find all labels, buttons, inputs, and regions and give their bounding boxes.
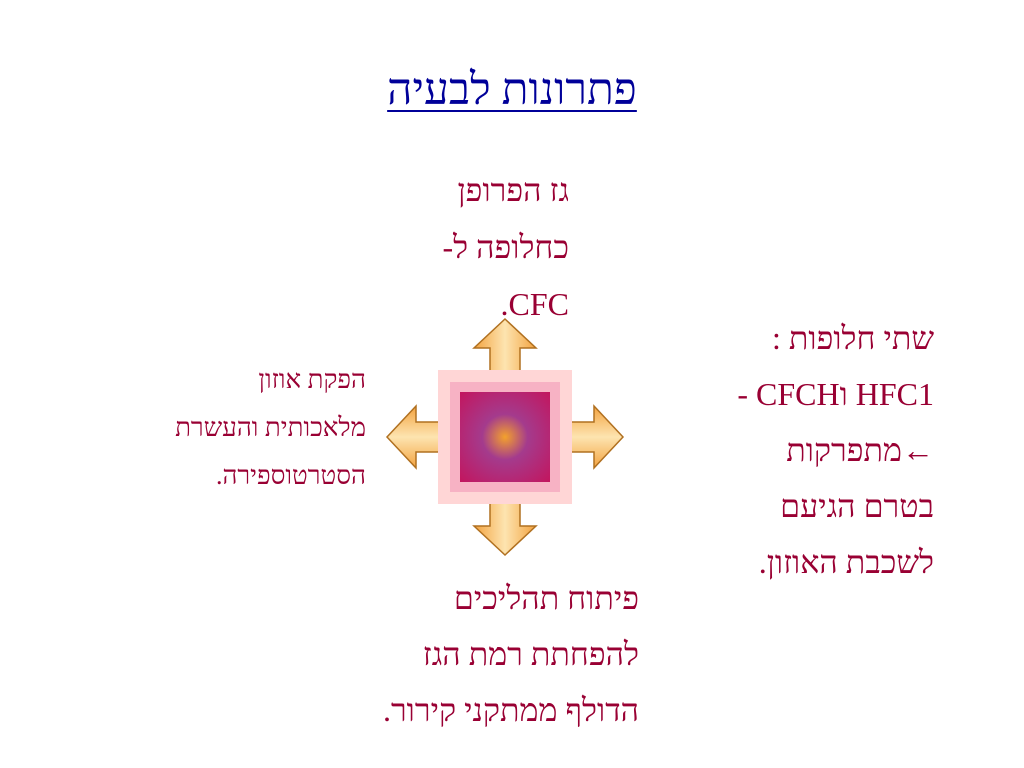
- artificial-ozone-text: הפקת אוזון מלאכותית והעשרת הסטרטוספירה.: [175, 356, 366, 500]
- text-line: מלאכותית והעשרת: [175, 413, 366, 442]
- slide-title: פתרונות לבעיה: [387, 65, 637, 114]
- text-line: הפקת אוזון: [258, 365, 366, 394]
- text-line: ←מתפרקות: [786, 432, 934, 468]
- text-line: HFC1 וCFCH -: [737, 376, 934, 412]
- two-alternatives-text: שתי חלופות : HFC1 וCFCH - ←מתפרקות בטרם …: [737, 310, 934, 590]
- text-line: גז הפרופן: [457, 172, 569, 208]
- four-way-arrow-diagram: [385, 317, 625, 557]
- text-line: לשכבת האוזון.: [758, 544, 934, 580]
- text-line: הדולף ממתקני קירור.: [382, 692, 639, 728]
- text-line: CFC.: [500, 286, 569, 322]
- text-line: כחלופה ל-: [442, 229, 569, 265]
- propane-alternative-text: גז הפרופן כחלופה ל- CFC.: [442, 162, 569, 333]
- text-line: בטרם הגיעם: [780, 488, 934, 524]
- text-line: שתי חלופות :: [771, 320, 934, 356]
- center-core: [460, 392, 550, 482]
- text-line: פיתוח תהליכים: [453, 580, 639, 616]
- leak-reduction-text: פיתוח תהליכים להפחתת רמת הגז הדולף ממתקנ…: [383, 570, 639, 738]
- text-line: הסטרטוספירה.: [215, 461, 366, 490]
- text-line: להפחתת רמת הגז: [422, 636, 639, 672]
